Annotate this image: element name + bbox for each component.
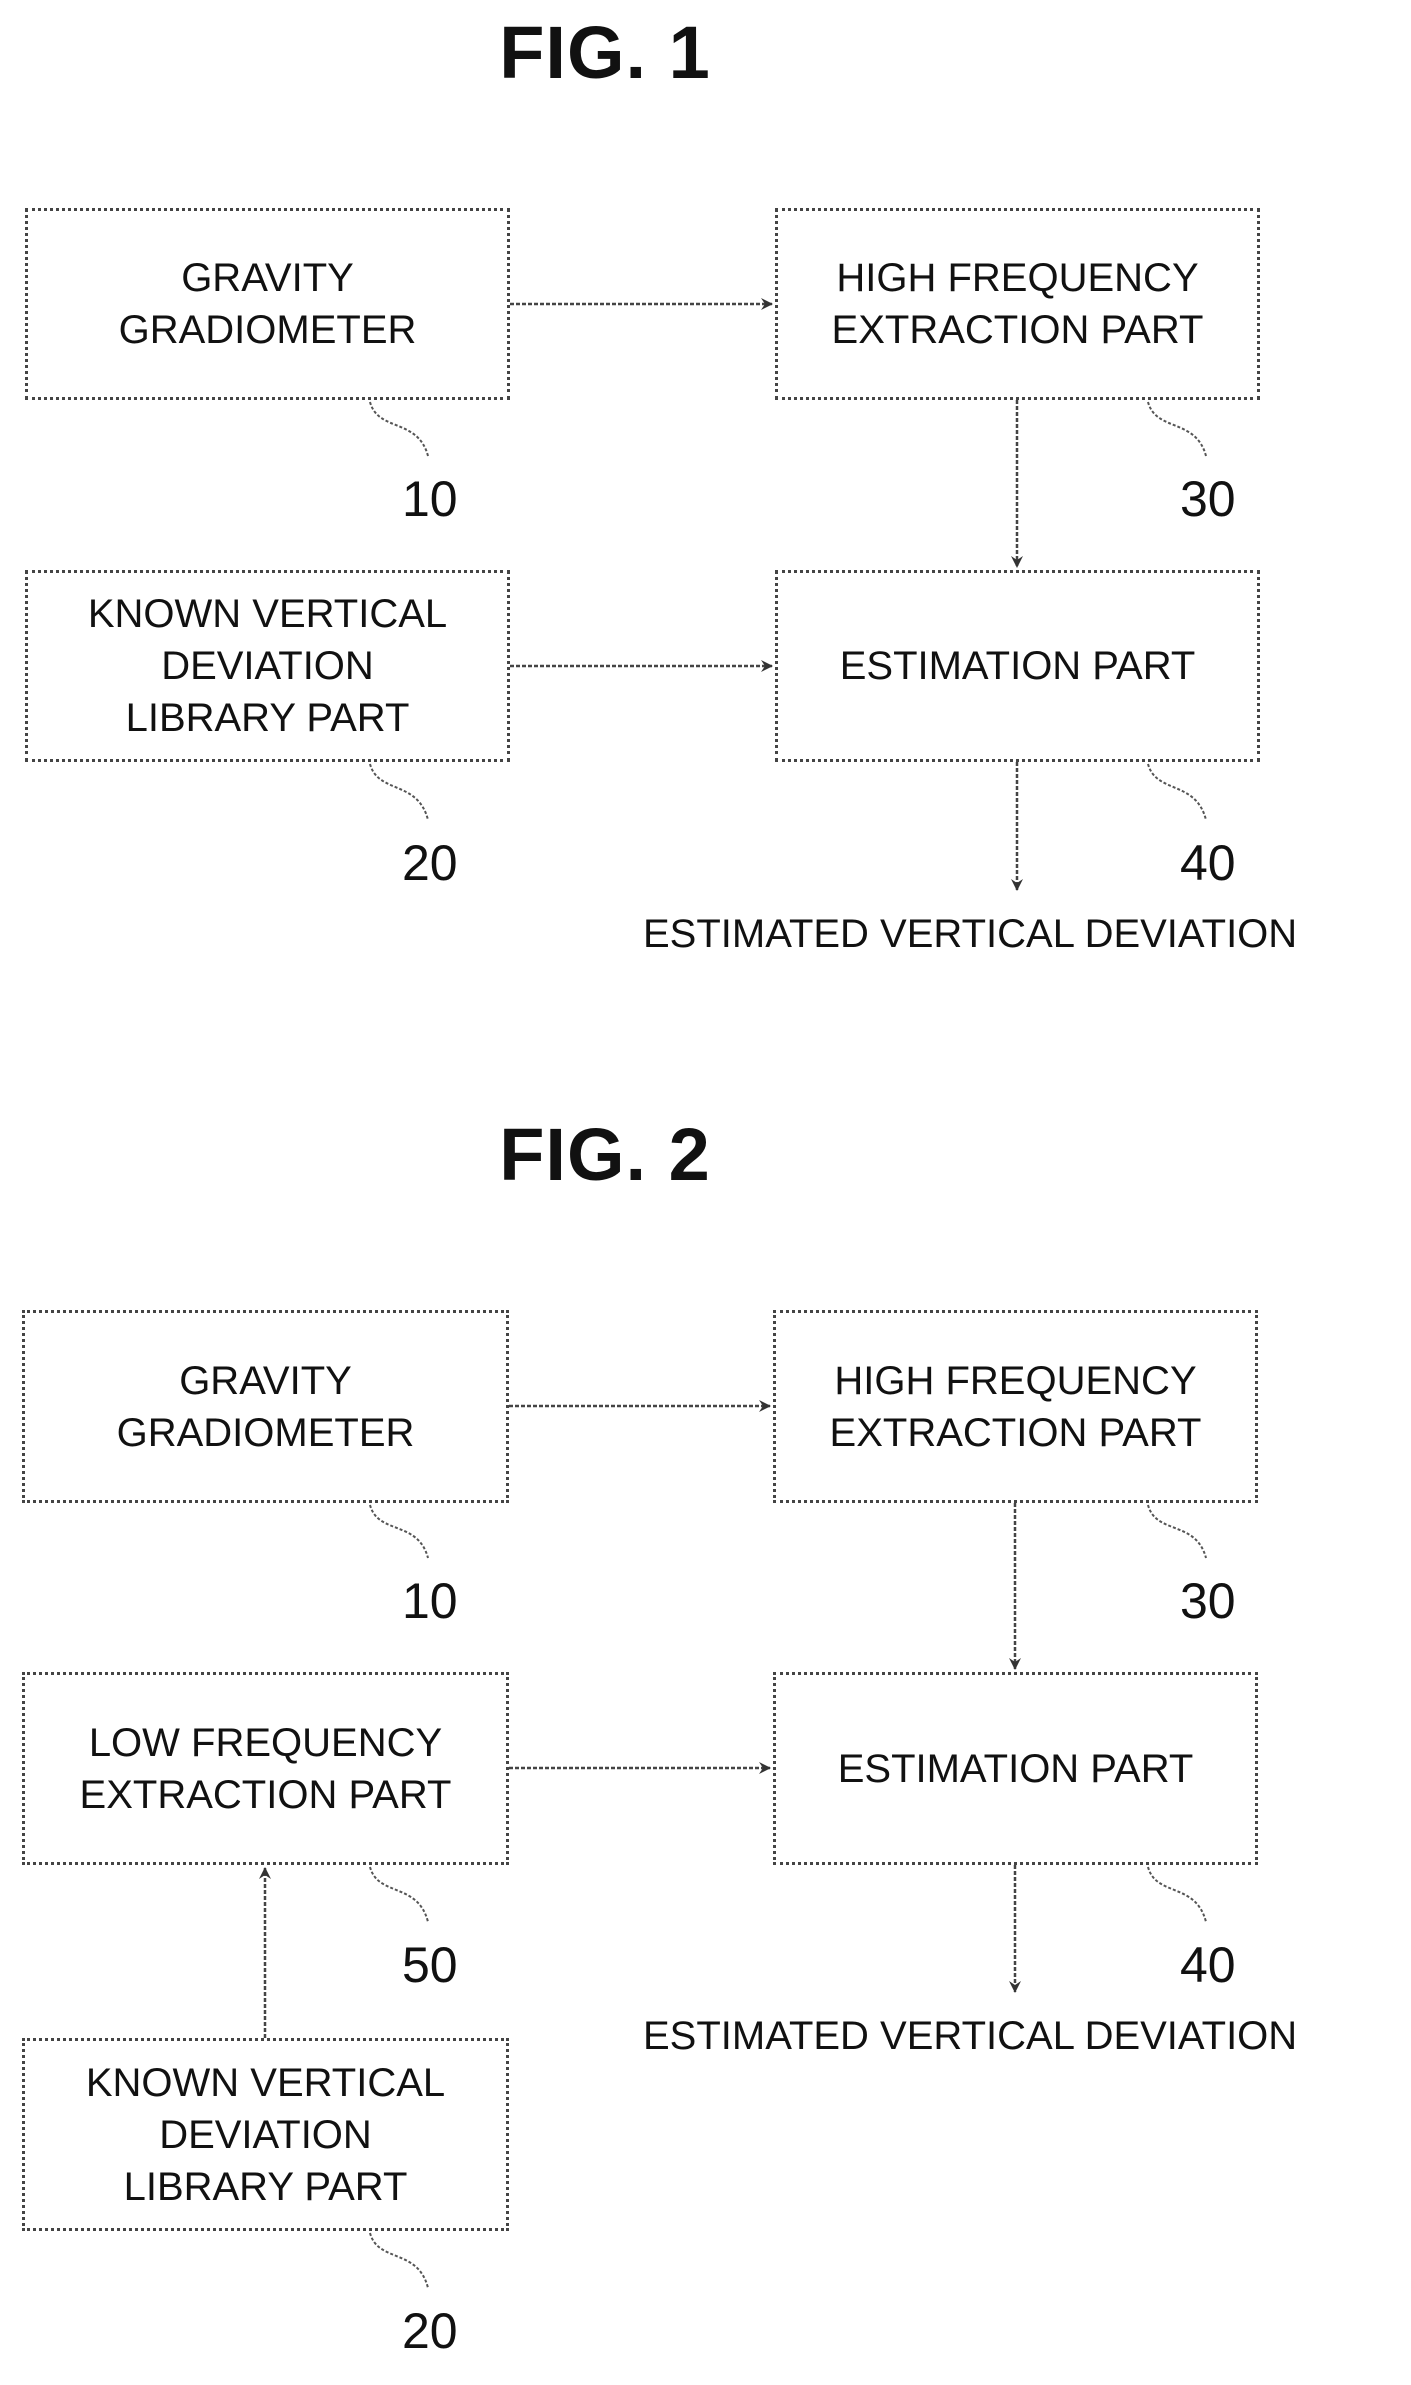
fig1-ref-20: 20 [402, 835, 458, 891]
fig1-leader-40 [1147, 763, 1207, 821]
box-line: LIBRARY PART [123, 2164, 408, 2209]
box-line: GRADIOMETER [118, 308, 417, 352]
fig2-high-frequency-extraction-box: HIGH FREQUENCY EXTRACTION PART [773, 1310, 1258, 1503]
fig1-leader-10 [369, 401, 429, 457]
fig2-low-frequency-extraction-box: LOW FREQUENCY EXTRACTION PART [22, 1672, 509, 1865]
fig2-leader-40 [1147, 1866, 1207, 1923]
box-line: GRAVITY [179, 1358, 352, 1403]
fig2-ref-10: 10 [402, 1573, 458, 1629]
fig2-leader-50 [369, 1866, 429, 1923]
box-line: EXTRACTION PART [831, 308, 1204, 352]
fig2-estimation-box: ESTIMATION PART [773, 1672, 1258, 1865]
fig1-ref-10: 10 [402, 471, 458, 527]
box-line: EXTRACTION PART [829, 1410, 1202, 1455]
box-line: ESTIMATION PART [839, 644, 1196, 688]
fig1-leader-30 [1147, 401, 1207, 457]
fig1-output-label: ESTIMATED VERTICAL DEVIATION [643, 912, 1298, 956]
fig1-known-vertical-deviation-library-box: KNOWN VERTICAL DEVIATION LIBRARY PART [25, 570, 510, 762]
box-line: HIGH FREQUENCY [836, 256, 1199, 300]
box-line: KNOWN VERTICAL [85, 2060, 446, 2105]
fig1-estimation-box: ESTIMATION PART [775, 570, 1260, 762]
fig2-ref-20: 20 [402, 2303, 458, 2359]
fig2-output-label: ESTIMATED VERTICAL DEVIATION [643, 2014, 1298, 2058]
fig2-ref-40: 40 [1180, 1937, 1236, 1993]
box-line: LIBRARY PART [125, 696, 410, 740]
fig1-high-frequency-extraction-box: HIGH FREQUENCY EXTRACTION PART [775, 208, 1260, 400]
fig2-leader-20 [369, 2232, 429, 2289]
fig2-known-vertical-deviation-library-box: KNOWN VERTICAL DEVIATION LIBRARY PART [22, 2038, 509, 2231]
box-line: ESTIMATION PART [837, 1746, 1194, 1791]
fig1-title: FIG. 1 [499, 11, 711, 94]
box-line: DEVIATION [159, 2112, 372, 2157]
fig2-title: FIG. 2 [499, 1113, 711, 1196]
fig1-ref-30: 30 [1180, 471, 1236, 527]
fig2-ref-50: 50 [402, 1937, 458, 1993]
fig1-leader-20 [369, 763, 429, 821]
fig1-gravity-gradiometer-box: GRAVITY GRADIOMETER [25, 208, 510, 400]
box-line: DEVIATION [161, 644, 374, 688]
box-line: HIGH FREQUENCY [834, 1358, 1197, 1403]
fig2-ref-30: 30 [1180, 1573, 1236, 1629]
box-line: KNOWN VERTICAL [87, 592, 448, 636]
box-line: EXTRACTION PART [79, 1772, 452, 1817]
fig2-leader-10 [369, 1504, 429, 1559]
box-line: GRADIOMETER [116, 1410, 415, 1455]
box-line: GRAVITY [181, 256, 354, 300]
fig2-leader-30 [1147, 1504, 1207, 1559]
box-line: LOW FREQUENCY [88, 1720, 443, 1765]
fig2-gravity-gradiometer-box: GRAVITY GRADIOMETER [22, 1310, 509, 1503]
fig1-ref-40: 40 [1180, 835, 1236, 891]
